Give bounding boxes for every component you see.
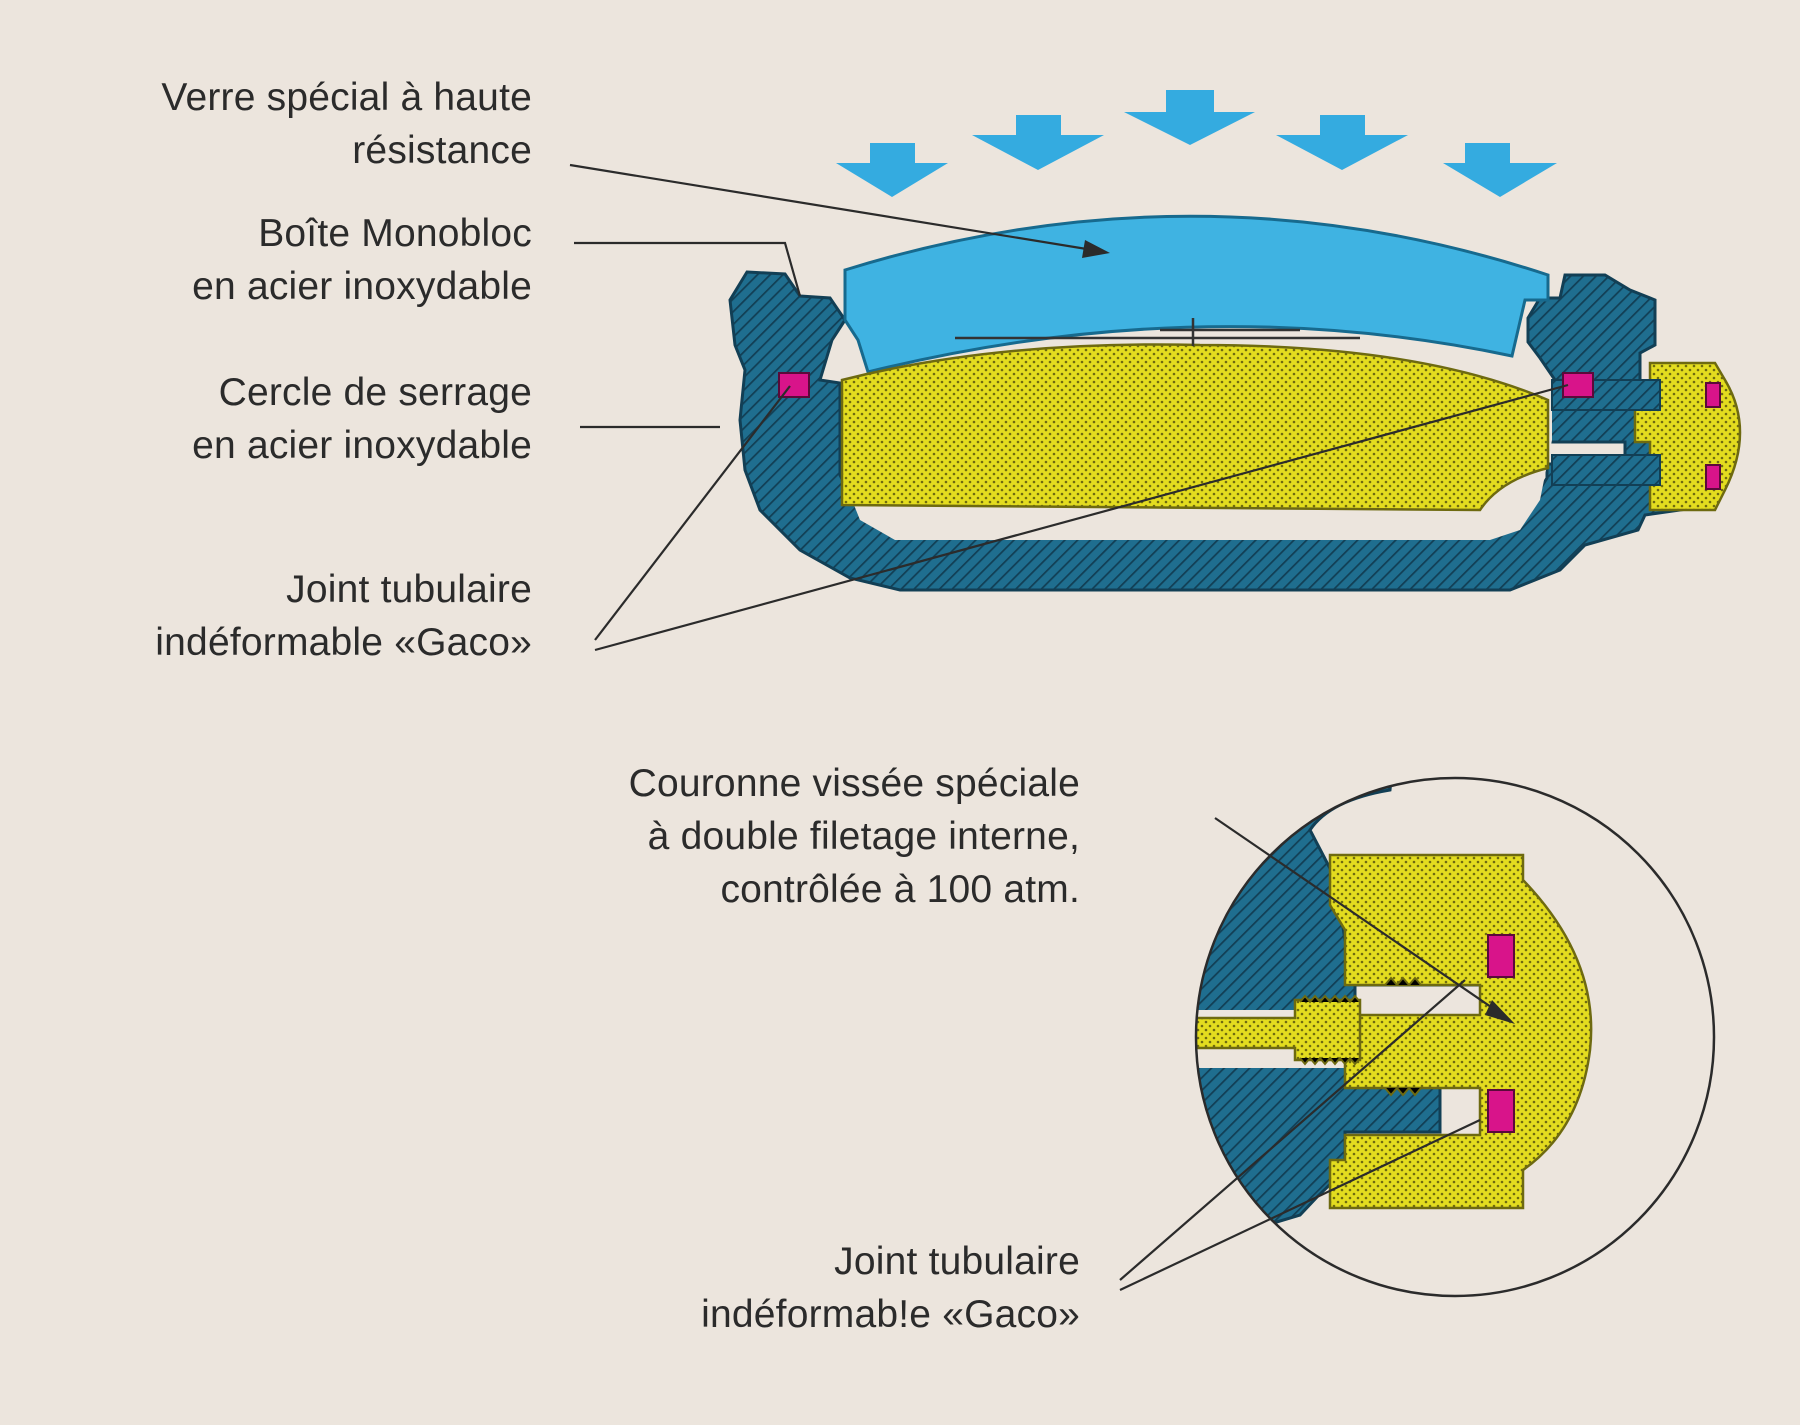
leader-joint-bottom-a: [1119, 979, 1466, 1281]
label-joint-bottom-line1: Joint tubulaire: [834, 1240, 1080, 1283]
label-glass-line1: Verre spécial à haute: [161, 76, 532, 119]
dial-hands: [955, 318, 1360, 346]
label-crown-line2: à double filetage interne,: [647, 815, 1080, 858]
glass-crystal: [843, 214, 1550, 374]
detail-crown: [1328, 853, 1593, 1210]
gasket-crown-top: [1705, 382, 1721, 408]
label-case: Boîte Monobloc en acier inoxydable: [192, 207, 532, 313]
crown-tube-bottom: [1551, 454, 1661, 486]
label-ring-line1: Cercle de serrage: [218, 371, 532, 414]
crown-detail-view: [1194, 776, 1716, 1298]
detail-stem: [1196, 998, 1362, 1062]
label-crown: Couronne vissée spéciale à double fileta…: [629, 757, 1080, 916]
leader-case: [574, 241, 802, 297]
watch-case-section: [728, 214, 1742, 592]
label-joint-top-line1: Joint tubulaire: [286, 568, 532, 611]
label-ring-line2: en acier inoxydable: [192, 424, 532, 467]
label-ring: Cercle de serrage en acier inoxydable: [192, 366, 532, 472]
pressure-arrow-icon: [1443, 143, 1557, 197]
leader-glass: [569, 163, 1106, 254]
pressure-arrows: [836, 90, 1557, 197]
gasket-crown-bottom: [1705, 464, 1721, 490]
gasket-left: [778, 372, 810, 398]
leader-joint-top-right: [594, 383, 1569, 652]
label-joint-top: Joint tubulaire indéformable «Gaco»: [155, 563, 532, 669]
label-glass: Verre spécial à haute résistance: [161, 71, 532, 177]
leader-lines: [569, 163, 1569, 1291]
label-joint-top-line2: indéformable «Gaco»: [155, 621, 532, 664]
leader-joint-top-left: [594, 385, 791, 641]
leader-glass-arrowhead-icon: [1082, 240, 1110, 258]
pressure-arrow-icon: [1276, 115, 1408, 170]
label-crown-line3: contrôlée à 100 atm.: [720, 868, 1080, 911]
leader-crown-arrowhead-icon: [1485, 1000, 1515, 1024]
detail-threads: [1299, 976, 1422, 1097]
label-glass-line2: résistance: [352, 129, 532, 172]
label-crown-line1: Couronne vissée spéciale: [628, 762, 1080, 805]
detail-gasket-bottom: [1487, 1089, 1515, 1133]
label-case-line2: en acier inoxydable: [192, 265, 532, 308]
label-joint-bottom-line2: indéformab!e «Gaco»: [701, 1293, 1080, 1336]
watch-movement: [840, 343, 1550, 512]
leader-joint-bottom-b: [1119, 1119, 1481, 1291]
leader-crown: [1214, 817, 1511, 1021]
label-case-line1: Boîte Monobloc: [258, 212, 532, 255]
pressure-arrow-icon: [972, 115, 1104, 170]
pressure-arrow-icon: [836, 143, 948, 197]
pressure-arrow-icon: [1124, 90, 1255, 145]
detail-circle-outline: [1194, 776, 1716, 1298]
label-joint-bottom: Joint tubulaire indéformab!e «Gaco»: [701, 1235, 1080, 1341]
detail-gasket-top: [1487, 934, 1515, 978]
